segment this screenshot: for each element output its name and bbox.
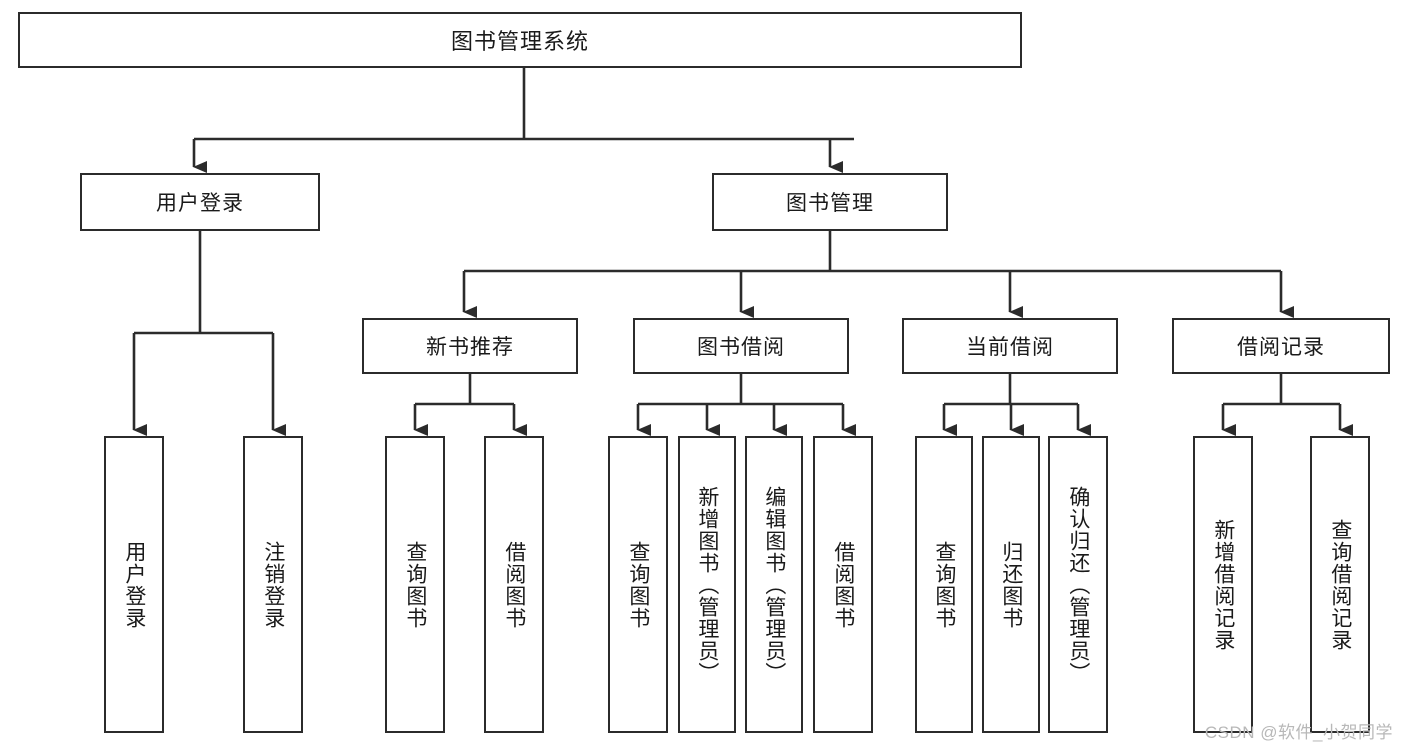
node-label: 新书推荐	[426, 336, 514, 359]
node-label: 用户登录	[122, 540, 146, 629]
node-root-system[interactable]: 图书管理系统	[18, 12, 1022, 68]
leaf-borrow-book[interactable]: 借阅图书	[813, 436, 873, 733]
watermark: CSDN @软件_小贺同学	[1204, 723, 1393, 742]
leaf-user-login[interactable]: 用户登录	[104, 436, 164, 733]
node-label: 归还图书	[999, 540, 1023, 629]
node-label: 图书借阅	[697, 336, 785, 359]
node-label: 当前借阅	[966, 336, 1054, 359]
node-label: 注销登录	[261, 540, 285, 629]
leaf-query-book-borrow[interactable]: 查询图书	[608, 436, 668, 733]
node-label: 用户登录	[156, 192, 244, 215]
node-label: 图书管理	[786, 192, 874, 215]
leaf-query-book-recommend[interactable]: 查询图书	[385, 436, 445, 733]
leaf-return-book[interactable]: 归还图书	[982, 436, 1040, 733]
leaf-add-borrow-record[interactable]: 新增借阅记录	[1193, 436, 1253, 733]
node-user-login[interactable]: 用户登录	[80, 173, 320, 231]
leaf-add-book-admin[interactable]: 新增图书（管理员）	[678, 436, 736, 733]
node-borrow-record[interactable]: 借阅记录	[1172, 318, 1390, 374]
node-label: 查询图书	[932, 540, 956, 629]
node-label: 查询图书	[626, 540, 650, 629]
node-book-borrow[interactable]: 图书借阅	[633, 318, 849, 374]
node-label: 编辑图书（管理员）	[762, 485, 786, 684]
leaf-query-borrow-record[interactable]: 查询借阅记录	[1310, 436, 1370, 733]
node-label: 新增借阅记录	[1211, 518, 1235, 651]
leaf-edit-book-admin[interactable]: 编辑图书（管理员）	[745, 436, 803, 733]
leaf-logout[interactable]: 注销登录	[243, 436, 303, 733]
leaf-borrow-book-recommend[interactable]: 借阅图书	[484, 436, 544, 733]
leaf-confirm-return-admin[interactable]: 确认归还（管理员）	[1048, 436, 1108, 733]
node-label: 图书管理系统	[450, 29, 589, 54]
node-label: 新增图书（管理员）	[695, 485, 719, 684]
node-label: 查询借阅记录	[1328, 518, 1352, 651]
node-label: 确认归还（管理员）	[1066, 485, 1090, 684]
node-label: 借阅记录	[1237, 336, 1325, 359]
node-label: 借阅图书	[502, 540, 526, 629]
node-new-book-recommend[interactable]: 新书推荐	[362, 318, 578, 374]
node-book-management[interactable]: 图书管理	[712, 173, 948, 231]
node-current-borrow[interactable]: 当前借阅	[902, 318, 1118, 374]
leaf-query-book-current[interactable]: 查询图书	[915, 436, 973, 733]
node-label: 查询图书	[403, 540, 427, 629]
node-label: 借阅图书	[831, 540, 855, 629]
